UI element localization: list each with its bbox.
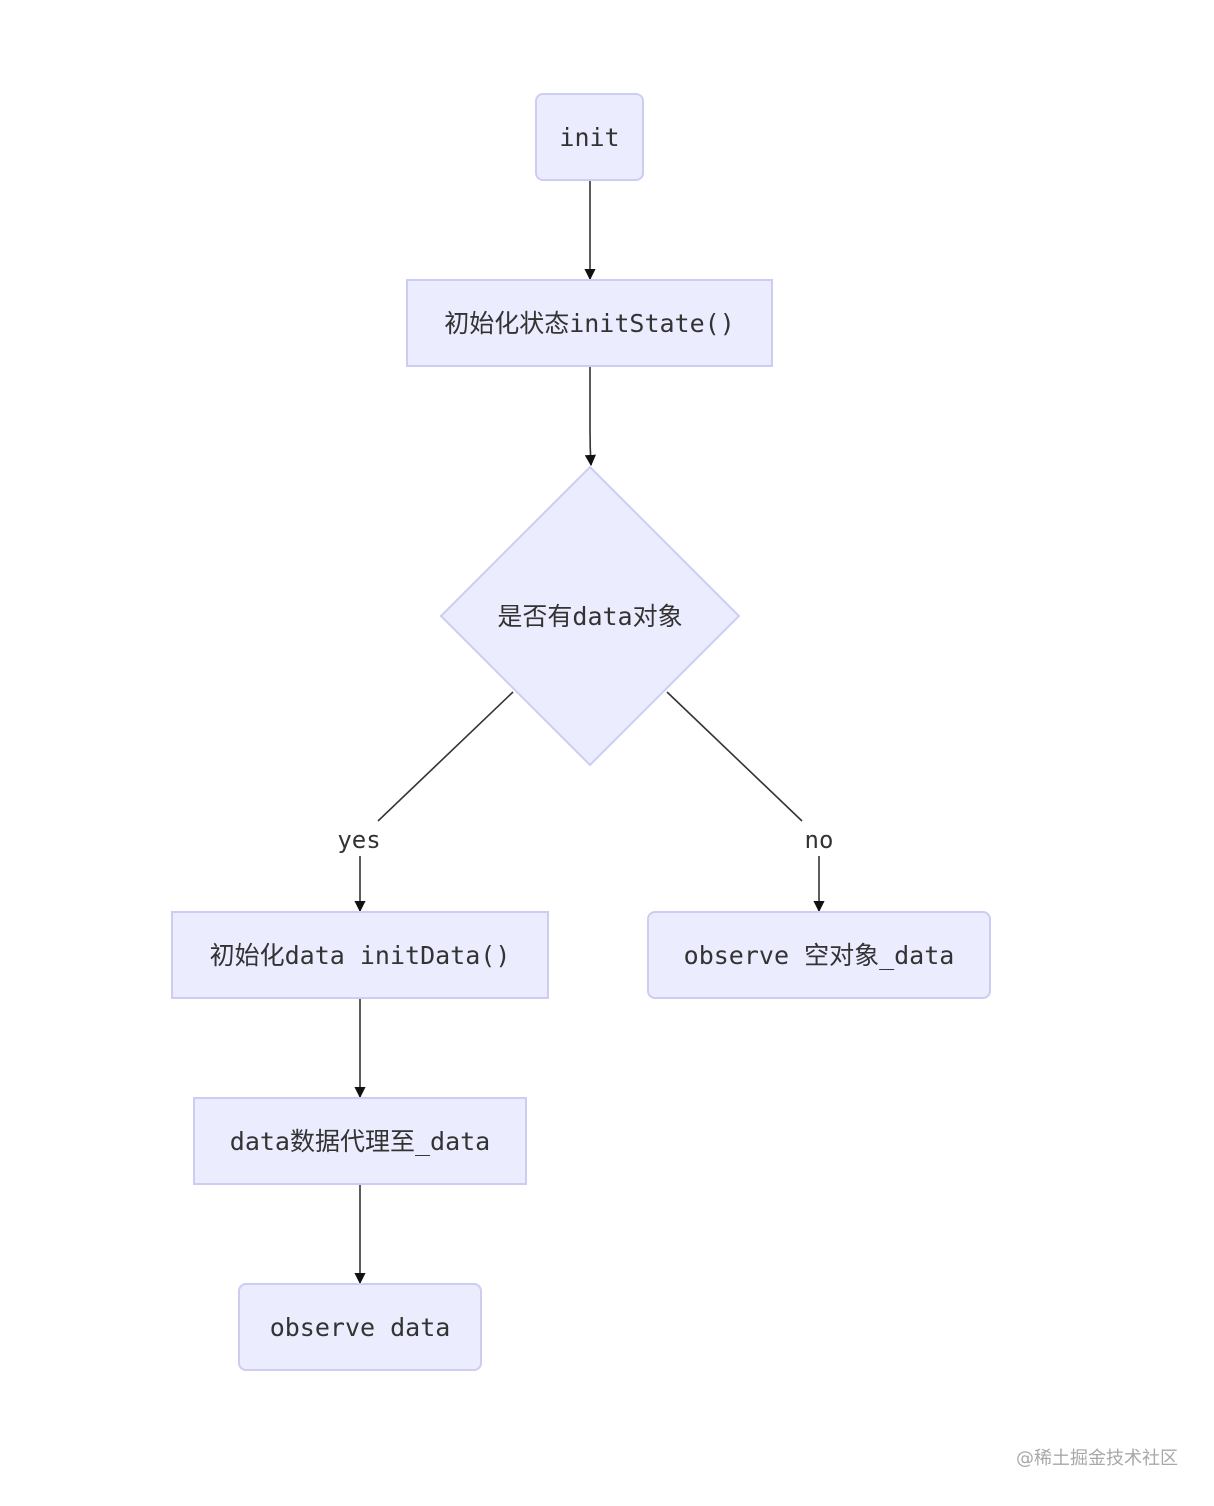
- edge-initstate-to-decision: [584, 367, 596, 467]
- edge-label-no: no: [805, 826, 834, 854]
- node-proxy-label: data数据代理至_data: [230, 1127, 490, 1156]
- node-observe-data-label: observe data: [270, 1313, 451, 1342]
- node-init-state: 初始化状态initState(): [406, 279, 773, 367]
- node-observe-empty-label: observe 空对象_data: [684, 941, 955, 970]
- node-init-data: 初始化data initData(): [171, 911, 549, 999]
- node-observe-empty: observe 空对象_data: [647, 911, 991, 999]
- node-init-state-label: 初始化状态initState(): [444, 309, 735, 338]
- edge-label-yes: yes: [337, 826, 380, 854]
- node-decision-label: 是否有data对象: [497, 602, 682, 631]
- node-proxy: data数据代理至_data: [193, 1097, 527, 1185]
- node-init-data-label: 初始化data initData(): [210, 941, 511, 970]
- node-init: init: [535, 93, 644, 181]
- node-observe-data: observe data: [238, 1283, 482, 1371]
- edge-decision-to-no: [666, 691, 803, 822]
- watermark: @稀土掘金技术社区: [1016, 1448, 1178, 1469]
- node-init-label: init: [559, 123, 619, 152]
- edge-decision-to-yes: [377, 691, 514, 822]
- node-decision: 是否有data对象: [439, 465, 741, 767]
